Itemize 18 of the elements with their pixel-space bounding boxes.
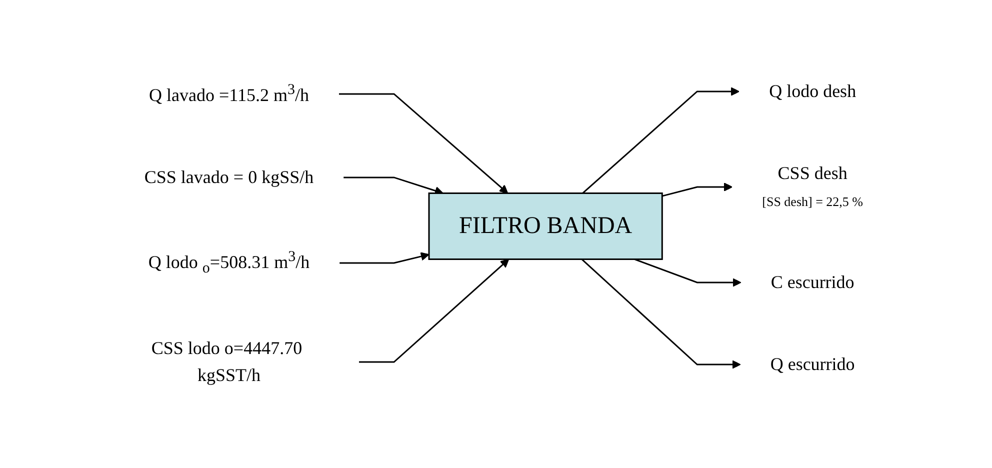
arrow xyxy=(344,177,444,196)
node-text: CSS desh xyxy=(778,163,848,184)
arrow xyxy=(582,88,740,194)
arrow xyxy=(581,259,741,370)
node-label: [SS desh] = 22,5 % xyxy=(762,194,863,210)
node-text: Q escurrido xyxy=(770,354,855,374)
node-text: CSS lodo o=4447.70 kgSST/h xyxy=(151,338,302,386)
arrow xyxy=(662,183,733,198)
node-text: Q lavado =115.2 m$^{3}$/h xyxy=(149,82,309,106)
node-text: Q lodo desh xyxy=(769,81,856,102)
arrow xyxy=(634,259,742,288)
node-text: Q lodo $_{o}$=508.31 m$^{3}$/h xyxy=(148,249,310,278)
node-text: C escurrido xyxy=(770,272,854,292)
node-box: FILTRO BANDA xyxy=(428,192,663,260)
node-text: CSS lavado = 0 kgSS/h xyxy=(144,167,314,188)
arrow xyxy=(339,94,508,194)
arrow xyxy=(340,252,430,264)
arrow xyxy=(359,259,510,364)
